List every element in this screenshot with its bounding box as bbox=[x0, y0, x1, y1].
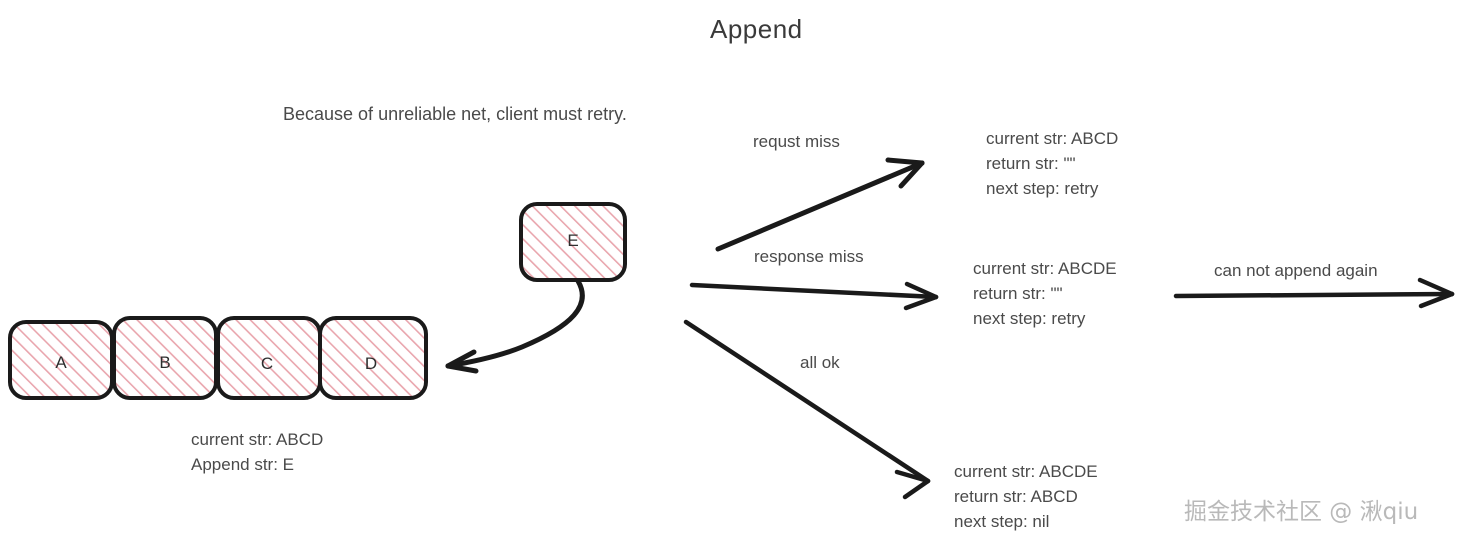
box-d bbox=[318, 316, 428, 400]
arrow-response-miss bbox=[689, 281, 939, 311]
left-state-line-1: current str: ABCD bbox=[191, 430, 324, 449]
string-boxes bbox=[8, 316, 428, 400]
arrow-requst-miss bbox=[715, 157, 925, 252]
arrow-can-not-append-again bbox=[1173, 277, 1455, 309]
subtitle-note: Because of unreliable net, client must r… bbox=[283, 104, 627, 124]
edge-label-response-miss: response miss bbox=[754, 247, 864, 266]
box-label-d: D bbox=[364, 354, 378, 373]
outcome-1-line-1: current str: ABCD bbox=[986, 129, 1119, 148]
arrow-append-to-string bbox=[445, 278, 585, 374]
box-label-b: B bbox=[159, 353, 171, 372]
edge-label-all-ok: all ok bbox=[800, 353, 840, 372]
outcome-1-line-2: return str: "" bbox=[986, 154, 1076, 173]
outcome-2-line-3: next step: retry bbox=[973, 309, 1086, 328]
outcome-3-line-3: next step: nil bbox=[954, 512, 1050, 531]
outcome-all-ok: current str: ABCDE return str: ABCD next… bbox=[954, 459, 1098, 534]
edge-label-requst-miss: requst miss bbox=[753, 132, 840, 151]
left-state-block: current str: ABCD Append str: E bbox=[191, 427, 323, 477]
page-title: Append bbox=[710, 14, 803, 44]
box-e bbox=[519, 202, 627, 282]
edge-label-can-not-append-again: can not append again bbox=[1214, 261, 1378, 280]
box-label-c: C bbox=[260, 354, 274, 373]
outcome-response-miss: current str: ABCDE return str: "" next s… bbox=[973, 256, 1117, 331]
outcome-3-line-2: return str: ABCD bbox=[954, 487, 1078, 506]
outcome-1-line-3: next step: retry bbox=[986, 179, 1099, 198]
outcome-2-line-1: current str: ABCDE bbox=[973, 259, 1117, 278]
outcome-3-line-1: current str: ABCDE bbox=[954, 462, 1098, 481]
outcome-request-miss: current str: ABCD return str: "" next st… bbox=[986, 126, 1118, 201]
box-label-e: E bbox=[567, 231, 579, 250]
outcome-2-line-2: return str: "" bbox=[973, 284, 1063, 303]
watermark: 掘金技术社区 @ 湫qiu bbox=[1184, 499, 1419, 525]
arrow-all-ok bbox=[683, 319, 931, 500]
box-label-a: A bbox=[55, 353, 67, 372]
left-state-line-2: Append str: E bbox=[191, 455, 295, 474]
